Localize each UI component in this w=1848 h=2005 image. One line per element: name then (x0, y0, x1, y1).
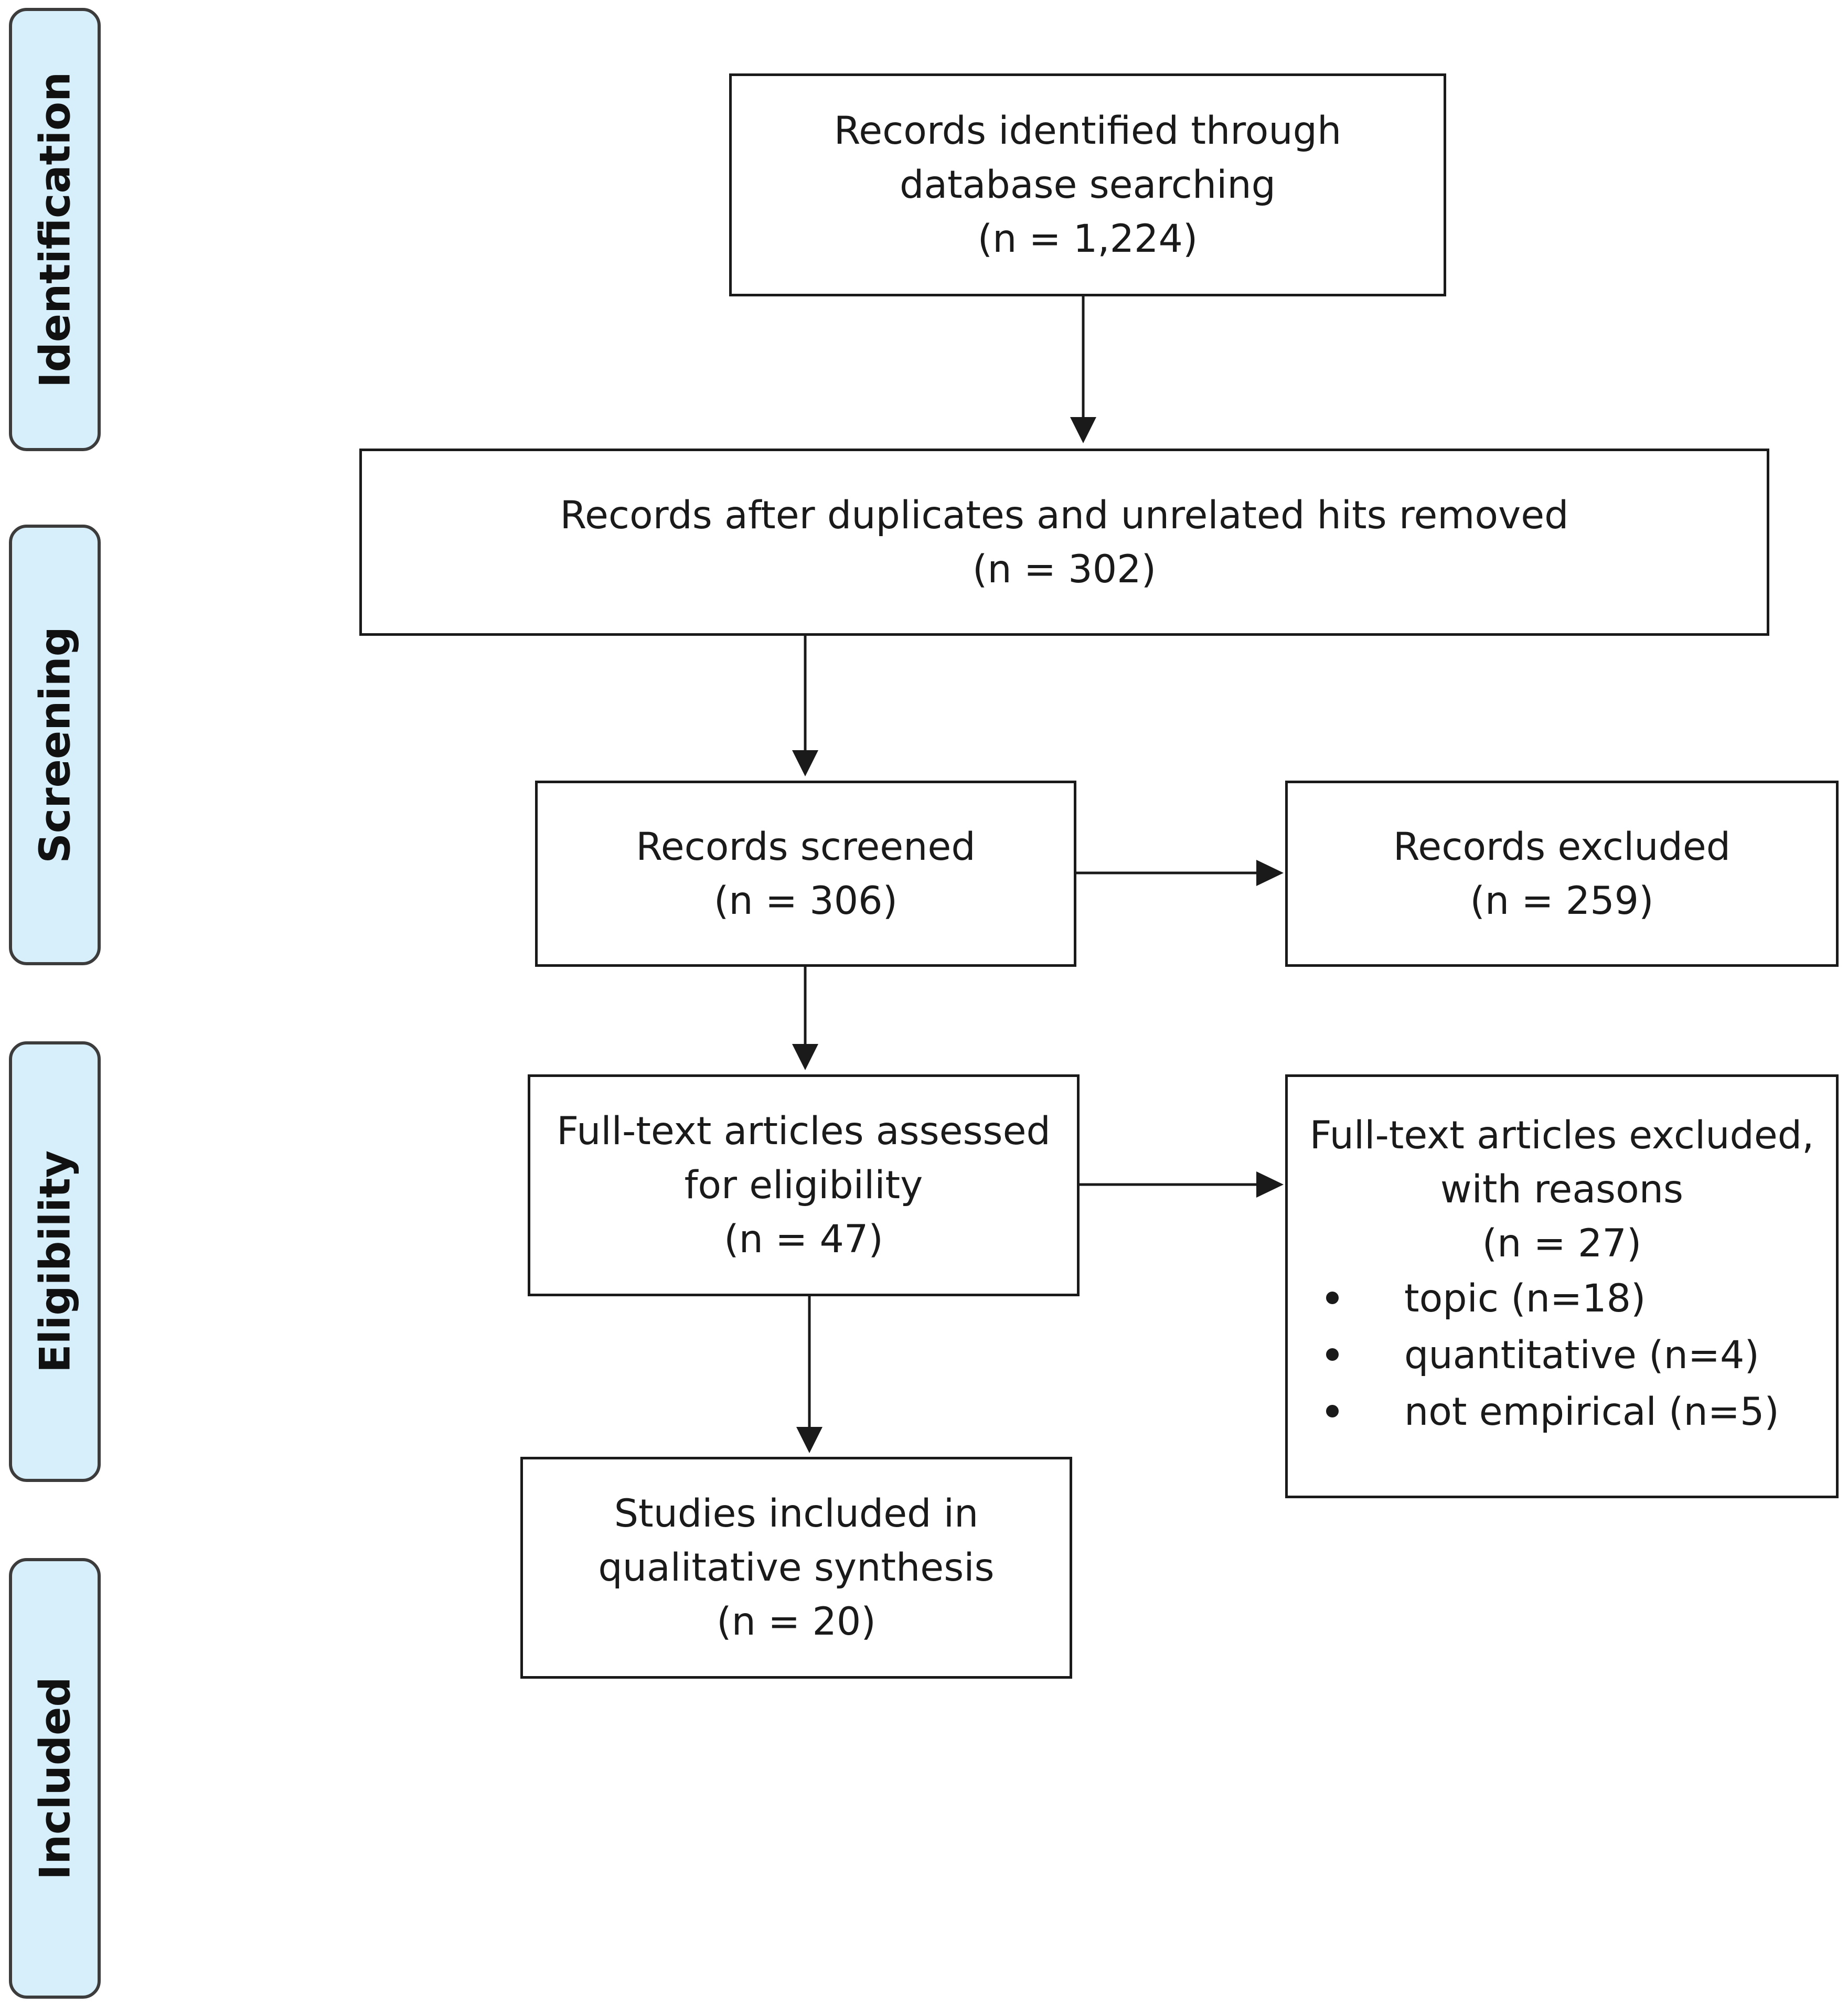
box-records-identified: Records identified through database sear… (729, 73, 1446, 296)
list-item: quantitative (n=4) (1326, 1327, 1836, 1384)
box-records-screened: Records screened (n = 306) (535, 781, 1076, 967)
box-text: qualitative synthesis (598, 1545, 995, 1590)
box-text: Full-text articles assessed (557, 1109, 1051, 1154)
stage-label-eligibility: Eligibility (30, 1150, 79, 1373)
box-count: (n = 259) (1470, 878, 1654, 923)
box-text: with reasons (1440, 1167, 1684, 1212)
stage-included: Included (9, 1558, 101, 1999)
box-count: (n = 47) (724, 1217, 883, 1262)
box-count: (n = 302) (972, 547, 1157, 592)
box-studies-included: Studies included in qualitative synthesi… (520, 1457, 1072, 1679)
box-records-deduplicated: Records after duplicates and unrelated h… (359, 449, 1769, 636)
stage-label-identification: Identification (30, 71, 79, 388)
reason-text: quantitative (n=4) (1404, 1333, 1759, 1378)
box-text: Records excluded (1393, 824, 1731, 869)
box-text: Records after duplicates and unrelated h… (560, 493, 1569, 538)
box-text: for eligibility (684, 1163, 923, 1208)
stage-eligibility: Eligibility (9, 1041, 101, 1482)
box-records-excluded: Records excluded (n = 259) (1285, 781, 1839, 967)
stage-identification: Identification (9, 8, 101, 451)
box-text: Studies included in (614, 1491, 979, 1536)
box-text: Records screened (636, 824, 976, 869)
stage-label-screening: Screening (30, 626, 79, 863)
box-text: Full-text articles excluded, (1309, 1113, 1814, 1158)
box-fulltext-excluded: Full-text articles excluded, with reason… (1285, 1074, 1839, 1498)
bullet-icon (1326, 1291, 1339, 1304)
box-text: database searching (899, 163, 1276, 207)
box-text: Records identified through (834, 109, 1342, 153)
stage-label-included: Included (30, 1677, 79, 1880)
stage-screening: Screening (9, 525, 101, 965)
box-fulltext-assessed: Full-text articles assessed for eligibil… (528, 1074, 1080, 1296)
reason-text: not empirical (n=5) (1404, 1390, 1779, 1434)
list-item: not empirical (n=5) (1326, 1384, 1836, 1441)
list-item: topic (n=18) (1326, 1271, 1836, 1327)
box-count: (n = 1,224) (977, 217, 1198, 261)
bullet-icon (1326, 1404, 1339, 1417)
box-count: (n = 27) (1482, 1221, 1642, 1266)
reason-text: topic (n=18) (1404, 1276, 1646, 1321)
exclusion-reasons-list: topic (n=18) quantitative (n=4) not empi… (1288, 1271, 1836, 1441)
bullet-icon (1326, 1348, 1339, 1361)
box-count: (n = 306) (713, 878, 898, 923)
box-count: (n = 20) (717, 1599, 876, 1644)
